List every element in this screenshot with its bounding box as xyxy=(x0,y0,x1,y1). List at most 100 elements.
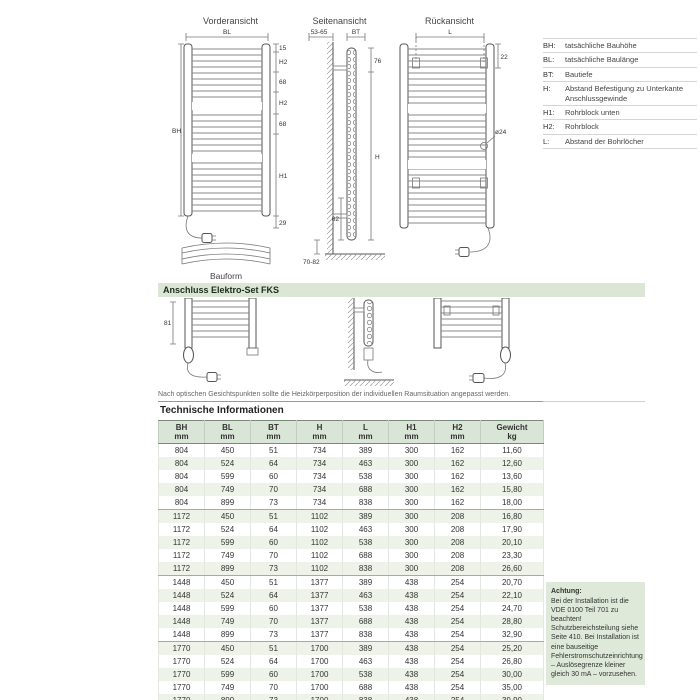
table-cell: 599 xyxy=(204,668,251,682)
table-cell: 389 xyxy=(342,509,389,524)
table-cell: 804 xyxy=(158,443,205,458)
dim-81-label: 81 xyxy=(164,320,172,327)
table-cell: 899 xyxy=(204,694,251,700)
table-cell: 30,00 xyxy=(480,668,544,682)
table-cell: 838 xyxy=(342,628,389,643)
table-cell: 11,60 xyxy=(480,443,544,458)
table-cell: 64 xyxy=(250,589,297,603)
power-cable xyxy=(367,359,383,373)
table-cell: 1700 xyxy=(296,694,343,700)
table-cell: 73 xyxy=(250,628,297,643)
table-cell: 524 xyxy=(204,457,251,471)
table-cell: 389 xyxy=(342,641,389,656)
legend-text: tatsächliche Baulänge xyxy=(565,55,639,65)
table-cell: 1172 xyxy=(158,536,205,550)
table-cell: 17,90 xyxy=(480,523,544,537)
table-cell: 22,10 xyxy=(480,589,544,603)
table-cell: 1448 xyxy=(158,628,205,643)
table-cell: 208 xyxy=(434,509,481,524)
power-cable xyxy=(483,362,506,379)
table-cell: 438 xyxy=(388,694,435,700)
table-cell: 24,70 xyxy=(480,602,544,616)
table-cell: 1770 xyxy=(158,694,205,700)
table-cell: 538 xyxy=(342,536,389,550)
dim-76-label: 76 xyxy=(374,58,382,65)
table-cell: 524 xyxy=(204,589,251,603)
table-cell: 12,60 xyxy=(480,457,544,471)
side-view-title: Seitenansicht xyxy=(312,16,367,26)
table-cell: 804 xyxy=(158,496,205,511)
table-cell: 749 xyxy=(204,681,251,695)
table-cell: 688 xyxy=(342,483,389,497)
table-cell: 300 xyxy=(388,457,435,471)
elektro-section-header: Anschluss Elektro-Set FKS xyxy=(158,283,645,297)
floor-hatching xyxy=(325,254,385,260)
wall-bracket-top xyxy=(332,65,348,71)
table-cell: 300 xyxy=(388,523,435,537)
table-cell: 1700 xyxy=(296,641,343,656)
table-cell: 13,60 xyxy=(480,470,544,484)
table-cell: 1770 xyxy=(158,668,205,682)
table-cell: 804 xyxy=(158,483,205,497)
table-cell: 1377 xyxy=(296,615,343,629)
table-cell: 524 xyxy=(204,523,251,537)
table-cell: 70 xyxy=(250,549,297,563)
table-cell: 162 xyxy=(434,496,481,511)
table-cell: 15,80 xyxy=(480,483,544,497)
table-cell: 1700 xyxy=(296,681,343,695)
table-cell: 838 xyxy=(342,496,389,511)
side-view-drawing: 53-65 BT 76 H 62 70-82 xyxy=(303,29,385,266)
table-cell: 1172 xyxy=(158,562,205,577)
table-cell: 463 xyxy=(342,457,389,471)
table-cell: 254 xyxy=(434,668,481,682)
dim-68-upper-label: 68 xyxy=(279,79,287,86)
dim-h-label: H xyxy=(375,154,380,161)
heating-element xyxy=(500,346,511,364)
table-cell: 300 xyxy=(388,496,435,511)
table-cell: 463 xyxy=(342,523,389,537)
table-cell: 254 xyxy=(434,628,481,643)
power-plug xyxy=(472,373,485,383)
elektro-front-drawing: 81 xyxy=(164,298,259,382)
table-cell: 688 xyxy=(342,615,389,629)
table-cell: 300 xyxy=(388,443,435,458)
table-cell: 599 xyxy=(204,536,251,550)
legend-item: H:Abstand Befestigung zu Unterkante Ansc… xyxy=(543,82,697,106)
legend-text: Bautiefe xyxy=(565,69,593,79)
table-cell: 450 xyxy=(204,443,251,458)
table-cell: 734 xyxy=(296,457,343,471)
table-cell: 300 xyxy=(388,470,435,484)
legend-item: H1:Rohrblock unten xyxy=(543,106,697,121)
legend-key: H1: xyxy=(543,107,555,117)
table-cell: 26,60 xyxy=(480,562,544,577)
table-cell: 60 xyxy=(250,470,297,484)
table-cell: 438 xyxy=(388,655,435,669)
table-cell: 162 xyxy=(434,457,481,471)
elektro-side-drawing xyxy=(344,298,394,386)
table-cell: 1700 xyxy=(296,668,343,682)
table-cell: 1102 xyxy=(296,549,343,563)
table-cell: 300 xyxy=(388,483,435,497)
table-cell: 64 xyxy=(250,457,297,471)
table-cell: 438 xyxy=(388,641,435,656)
table-cell: 1448 xyxy=(158,589,205,603)
legend-key: BT: xyxy=(543,69,554,79)
dim-h2-lower-label: H2 xyxy=(279,100,288,107)
legend-key: BL: xyxy=(543,55,555,65)
table-cell: 254 xyxy=(434,589,481,603)
